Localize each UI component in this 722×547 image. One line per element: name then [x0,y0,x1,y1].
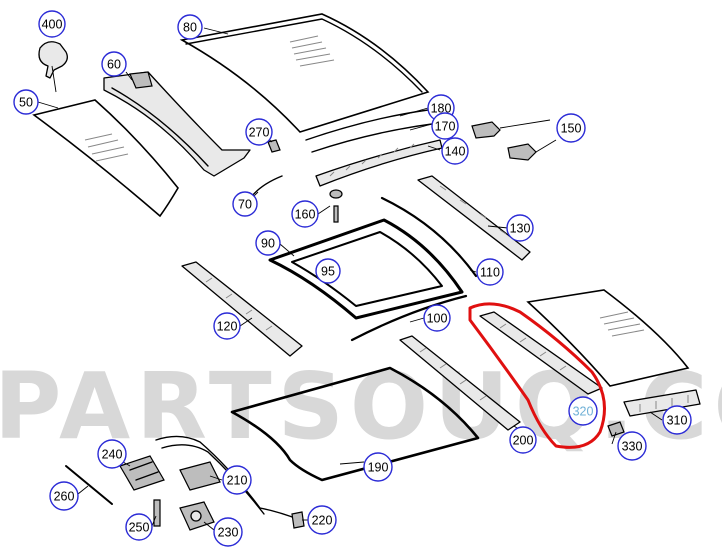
part-60-front-cover [103,71,251,177]
svg-text:220: 220 [312,514,333,528]
part-160-grommet [329,189,343,223]
svg-text:95: 95 [321,265,335,279]
svg-text:90: 90 [261,237,275,251]
callout-260[interactable]: 260 [49,481,79,511]
svg-text:190: 190 [368,461,389,475]
callout-95[interactable]: 95 [315,258,341,284]
svg-text:210: 210 [227,474,248,488]
svg-text:400: 400 [42,18,63,32]
svg-text:150: 150 [561,122,582,136]
callout-50[interactable]: 50 [13,89,39,115]
callout-230[interactable]: 230 [213,517,243,547]
part-260-rod [65,465,113,505]
svg-text:330: 330 [622,440,643,454]
svg-text:140: 140 [445,145,466,159]
svg-text:50: 50 [19,96,33,110]
rear-glass-panel [526,289,690,387]
callout-310[interactable]: 310 [662,405,692,435]
part-400-wrench-icon [38,41,68,93]
part-250-screw [153,499,161,527]
svg-text:270: 270 [249,126,270,140]
part-330-clip [607,421,625,437]
highlight-outline-320 [468,302,606,449]
callout-320[interactable]: 320 [568,396,598,426]
part-120-left-rail [181,261,303,357]
part-170-seal [311,123,433,153]
svg-text:110: 110 [480,266,500,280]
svg-text:180: 180 [431,102,452,116]
callout-400[interactable]: 400 [38,10,66,38]
callout-200[interactable]: 200 [509,426,537,454]
part-130-side-rail [417,175,531,261]
callout-80[interactable]: 80 [177,14,203,40]
svg-text:80: 80 [183,21,197,35]
part-220-connector [291,511,305,529]
callout-110[interactable]: 110 [476,258,504,286]
callout-140[interactable]: 140 [441,137,469,165]
svg-text:60: 60 [107,58,121,72]
callout-70[interactable]: 70 [232,191,258,217]
svg-text:70: 70 [238,198,252,212]
part-150-brackets [471,119,557,161]
callout-240[interactable]: 240 [97,439,127,469]
part-200-rear-rail [399,335,521,431]
svg-text:120: 120 [217,320,238,334]
part-90-frame [268,218,464,320]
svg-text:160: 160 [295,208,316,222]
svg-text:320: 320 [573,405,594,419]
part-95-seal [291,231,443,307]
svg-text:260: 260 [54,490,75,504]
svg-text:240: 240 [102,448,123,462]
svg-text:230: 230 [218,526,239,540]
callout-90[interactable]: 90 [255,230,281,256]
part-310-bracket [623,389,701,417]
callout-270[interactable]: 270 [245,118,273,146]
callout-100[interactable]: 100 [423,304,451,332]
callout-220[interactable]: 220 [307,505,337,535]
callout-190[interactable]: 190 [363,452,393,482]
svg-text:250: 250 [129,521,150,535]
part-50-sunshade-panel [32,99,179,218]
part-100-strip [350,294,468,342]
callout-250[interactable]: 250 [125,513,153,541]
callout-210[interactable]: 210 [222,465,252,495]
svg-text:130: 130 [510,222,531,236]
callout-170[interactable]: 170 [431,112,459,140]
callout-330[interactable]: 330 [617,431,647,461]
svg-text:310: 310 [667,414,688,428]
callout-60[interactable]: 60 [101,51,127,77]
svg-text:100: 100 [427,312,448,326]
callout-160[interactable]: 160 [291,200,319,228]
callout-130[interactable]: 130 [506,214,534,242]
callout-120[interactable]: 120 [213,312,241,340]
part-240-motor [119,455,165,491]
svg-text:200: 200 [513,434,534,448]
svg-text:170: 170 [435,120,456,134]
part-190-seal-loop [230,366,480,482]
part-110-seal-strip [380,196,478,278]
callout-150[interactable]: 150 [556,113,586,143]
part-80-glass-panel [179,13,430,133]
